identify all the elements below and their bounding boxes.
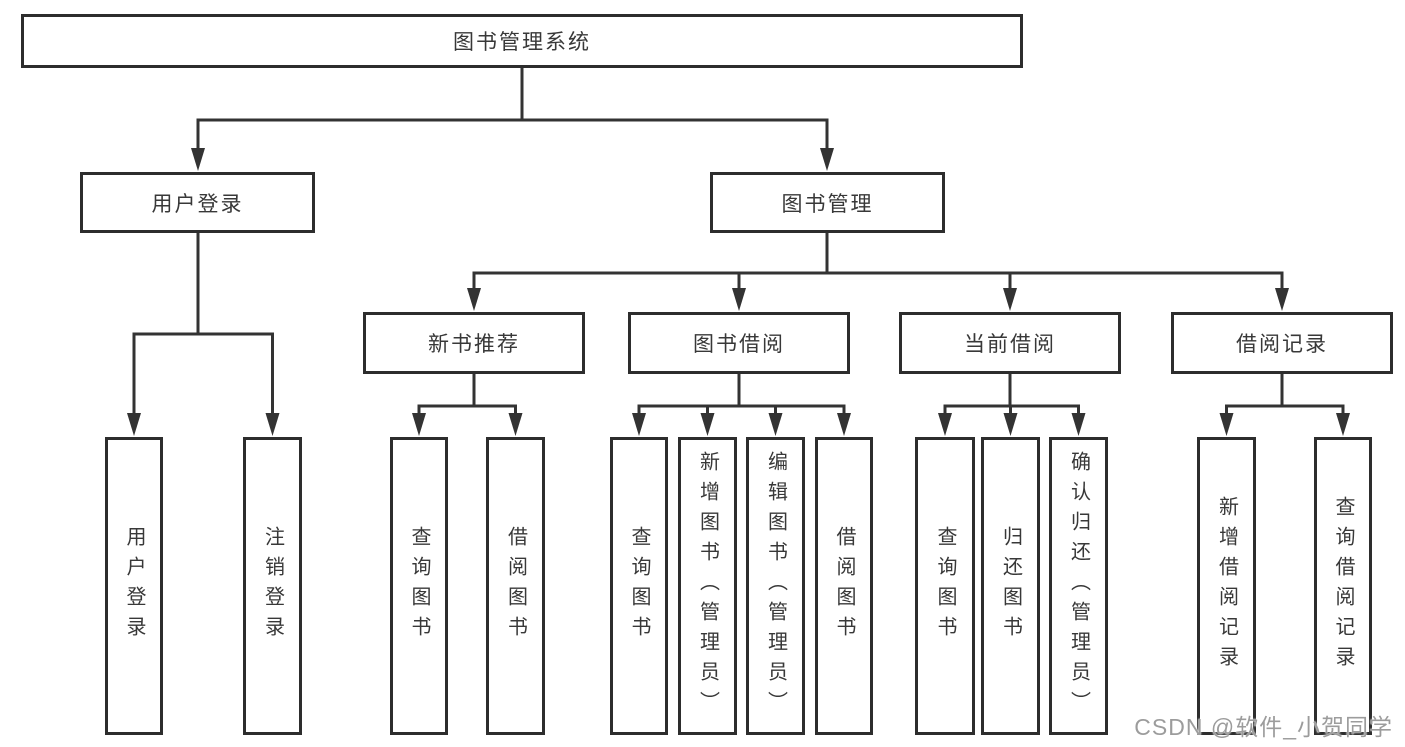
- node-leaf-confirm-return-admin: 确认归还（管理员）: [1049, 437, 1108, 735]
- node-label: 查询借阅记录: [1332, 496, 1354, 676]
- node-label: 查询图书: [934, 526, 956, 646]
- node-leaf-add-borrow-record: 新增借阅记录: [1197, 437, 1256, 735]
- node-book-management: 图书管理: [710, 172, 945, 233]
- node-leaf-borrow-books: 借阅图书: [815, 437, 873, 735]
- node-label: 图书管理: [781, 192, 874, 216]
- node-new-book-recommend: 新书推荐: [363, 312, 585, 374]
- node-current-borrow: 当前借阅: [899, 312, 1121, 374]
- node-label: 当前借阅: [964, 333, 1056, 356]
- node-label: 借阅图书: [833, 526, 855, 646]
- node-label: 新增图书（管理员）: [696, 451, 719, 721]
- node-label: 用户登录: [123, 526, 145, 646]
- node-label: 注销登录: [261, 526, 284, 646]
- node-leaf-borrow-books: 借阅图书: [486, 437, 545, 735]
- node-label: 编辑图书（管理员）: [764, 451, 787, 721]
- node-book-borrow: 图书借阅: [628, 312, 850, 374]
- node-label: 借阅记录: [1236, 333, 1328, 356]
- node-leaf-add-books-admin: 新增图书（管理员）: [678, 437, 737, 735]
- node-label: 用户登录: [151, 192, 244, 216]
- node-leaf-user-login: 用户登录: [105, 437, 163, 735]
- node-leaf-query-books: 查询图书: [915, 437, 975, 735]
- node-leaf-logout: 注销登录: [243, 437, 302, 735]
- node-leaf-query-books: 查询图书: [610, 437, 668, 735]
- node-label: 查询图书: [408, 526, 430, 646]
- node-leaf-edit-books-admin: 编辑图书（管理员）: [746, 437, 805, 735]
- node-label: 图书管理系统: [453, 31, 591, 54]
- node-label: 借阅图书: [504, 526, 527, 646]
- node-borrow-records: 借阅记录: [1171, 312, 1393, 374]
- node-label: 图书借阅: [693, 333, 785, 356]
- node-leaf-query-books: 查询图书: [390, 437, 448, 735]
- node-label: 新增借阅记录: [1215, 496, 1238, 676]
- node-leaf-return-books: 归还图书: [981, 437, 1040, 735]
- node-user-login: 用户登录: [80, 172, 315, 233]
- node-label: 查询图书: [628, 526, 650, 646]
- csdn-watermark: CSDN @软件_小贺同学: [1134, 714, 1393, 740]
- node-label: 确认归还（管理员）: [1067, 451, 1090, 721]
- node-leaf-query-borrow-record: 查询借阅记录: [1314, 437, 1372, 735]
- node-label: 归还图书: [999, 526, 1022, 646]
- node-label: 新书推荐: [428, 333, 520, 356]
- node-library-management-system: 图书管理系统: [21, 14, 1023, 68]
